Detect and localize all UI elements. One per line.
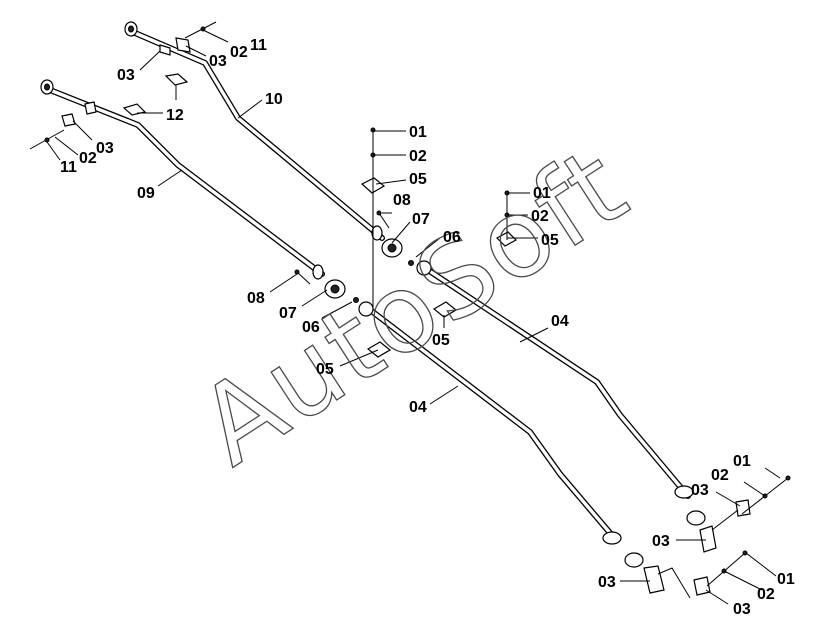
callout-10: 10 bbox=[265, 91, 283, 108]
clamp-03-left bbox=[61, 101, 97, 127]
callout-08: 08 bbox=[247, 290, 265, 307]
callout-03: 03 bbox=[96, 140, 114, 157]
bolt-01-center bbox=[370, 127, 510, 310]
bolt-11-upper bbox=[184, 21, 217, 39]
pipe-04-upper bbox=[425, 267, 691, 499]
bracket-12 bbox=[122, 73, 189, 116]
callout-03: 03 bbox=[691, 482, 709, 499]
callout-11: 11 bbox=[250, 37, 267, 54]
pipe-09 bbox=[47, 87, 325, 277]
callout-02: 02 bbox=[757, 586, 775, 603]
callout-05: 05 bbox=[432, 332, 450, 349]
callout-02: 02 bbox=[409, 148, 427, 165]
sleeve-03-right-upper bbox=[674, 485, 751, 553]
callout-01: 01 bbox=[777, 571, 795, 588]
callout-07: 07 bbox=[412, 211, 430, 228]
callout-04: 04 bbox=[551, 313, 569, 330]
leader-lines bbox=[46, 29, 781, 605]
callout-12: 12 bbox=[166, 107, 184, 124]
clamp-03-upper bbox=[159, 37, 191, 56]
callout-05: 05 bbox=[541, 232, 559, 249]
callout-01: 01 bbox=[533, 185, 551, 202]
callout-02: 02 bbox=[531, 208, 549, 225]
callout-07: 07 bbox=[279, 305, 297, 322]
callout-01: 01 bbox=[409, 124, 427, 141]
callout-03: 03 bbox=[652, 533, 670, 550]
pipe-09-end-flange bbox=[40, 79, 54, 95]
callout-08: 08 bbox=[393, 192, 411, 209]
callout-01: 01 bbox=[733, 453, 751, 470]
pipe-04-lower bbox=[362, 303, 619, 543]
union-07-upper bbox=[371, 225, 432, 276]
union-07-lower bbox=[312, 264, 374, 317]
callout-05: 05 bbox=[316, 361, 334, 378]
callout-03: 03 bbox=[598, 574, 616, 591]
callout-02: 02 bbox=[230, 44, 248, 61]
bolt-08-parts bbox=[294, 210, 390, 285]
callout-06: 06 bbox=[443, 229, 461, 246]
callout-06: 06 bbox=[302, 319, 320, 336]
callout-labels: 01 02 05 08 07 06 01 02 05 05 04 11 02 0… bbox=[60, 37, 795, 618]
bolt-01-right bbox=[706, 475, 791, 587]
callout-04: 04 bbox=[409, 399, 427, 416]
callout-05: 05 bbox=[409, 171, 427, 188]
callout-02: 02 bbox=[711, 467, 729, 484]
sleeve-03-right-lower bbox=[602, 531, 711, 599]
callout-02: 02 bbox=[79, 150, 97, 167]
callout-03: 03 bbox=[209, 53, 227, 70]
callout-11: 11 bbox=[60, 159, 77, 176]
callout-03: 03 bbox=[117, 67, 135, 84]
pipe-10-end-flange bbox=[124, 21, 138, 37]
callout-03: 03 bbox=[733, 601, 751, 618]
callout-09: 09 bbox=[137, 185, 155, 202]
pipe-10 bbox=[132, 30, 385, 241]
